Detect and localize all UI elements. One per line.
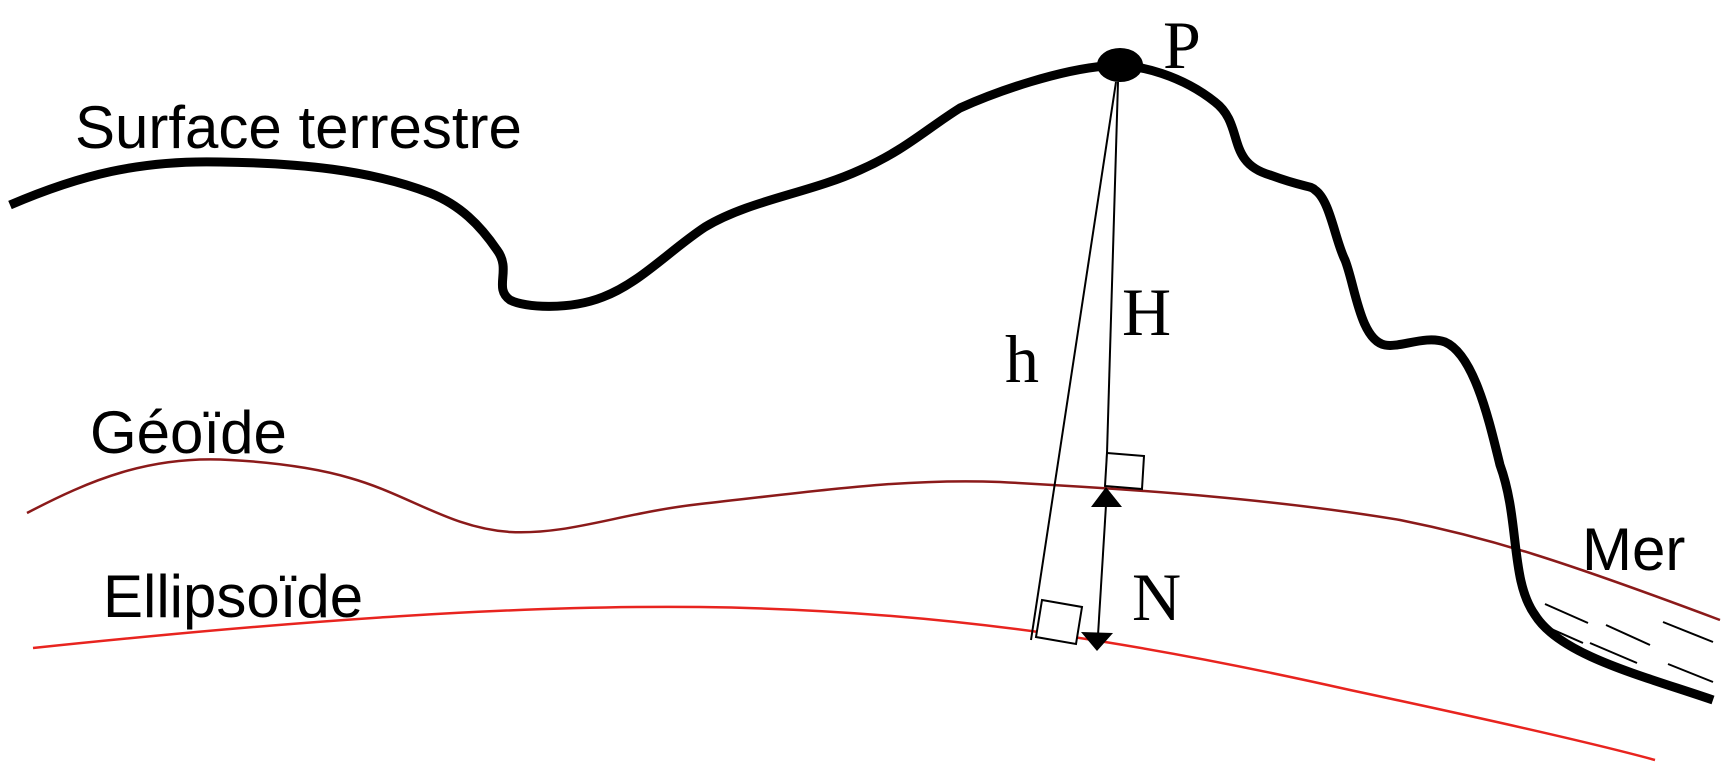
terrain-surface — [8, 60, 1715, 705]
sea-hatching — [1539, 603, 1714, 683]
geoid-label: Géoïde — [90, 399, 287, 466]
H-label: H — [1122, 274, 1171, 350]
point-p-marker — [1097, 48, 1143, 82]
surface-label: Surface terrestre — [75, 94, 522, 161]
sea-label: Mer — [1582, 516, 1685, 583]
geoid-normal-line — [1105, 81, 1119, 488]
geoid-undulation-arrow-line — [1097, 504, 1107, 636]
geoid-undulation-arrowhead-up — [1091, 487, 1122, 507]
ellipsoid-right-angle-marker — [1034, 598, 1084, 646]
point-p-label: P — [1163, 7, 1201, 83]
ellipsoid-normal-line — [1030, 81, 1117, 641]
geoid-curve — [26, 458, 1721, 622]
N-label: N — [1132, 559, 1181, 635]
geoid-right-angle-marker — [1103, 451, 1146, 491]
h-label: h — [1005, 321, 1039, 397]
ellipsoid-label: Ellipsoïde — [103, 563, 363, 630]
ellipsoid-curve — [32, 605, 1656, 762]
geoid-undulation-arrowhead-down — [1081, 632, 1113, 651]
